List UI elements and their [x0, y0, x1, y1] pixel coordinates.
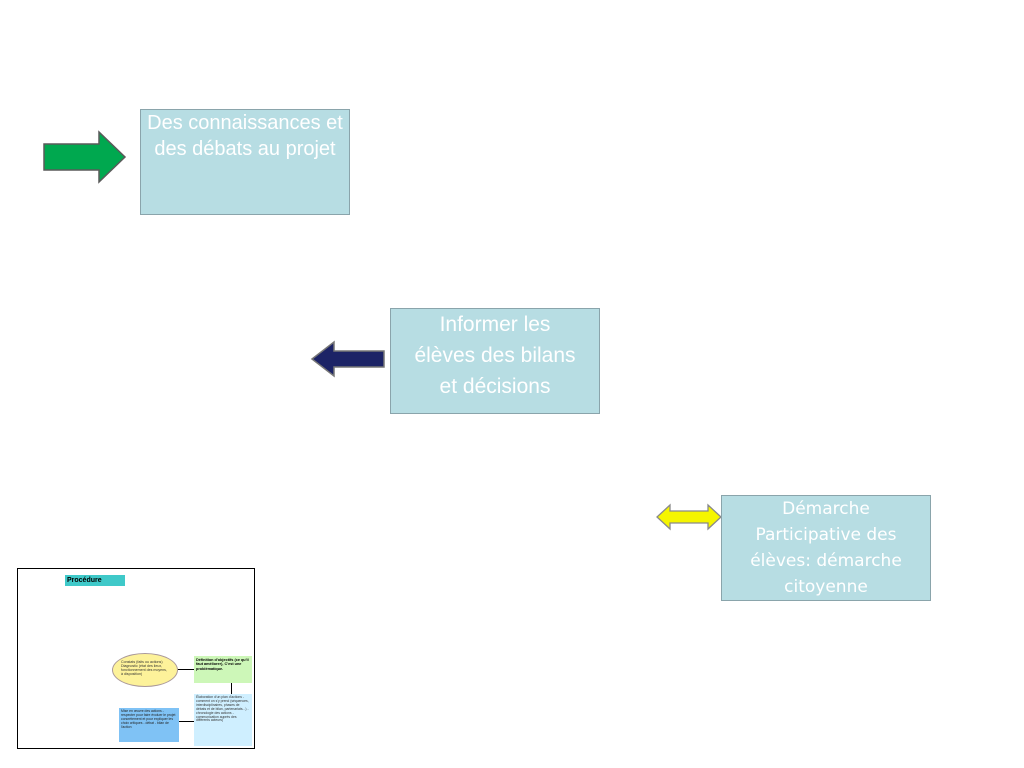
- implementation-box: Mise en œuvre des actions - respecter po…: [119, 708, 179, 742]
- double-arrow-icon: [656, 503, 722, 531]
- connector-line: [178, 669, 194, 670]
- action-plan-box: Élaboration d'un plan d'actions - commen…: [194, 694, 252, 746]
- connector-line: [179, 721, 194, 722]
- procedure-title: Procédure: [65, 575, 125, 586]
- connector-line: [231, 683, 232, 694]
- inform-students-text: Informer les élèves des bilans et décisi…: [414, 313, 576, 398]
- procedure-thumbnail: Procédure Constats (faits ou actions) Di…: [17, 568, 255, 749]
- knowledge-debates-text: Des connaissances et des débats au proje…: [147, 112, 343, 160]
- objectives-box: Définition d'objectifs (ce qu'il faut am…: [194, 656, 252, 683]
- observations-oval: Constats (faits ou actions) Diagnostic (…: [112, 653, 178, 687]
- participative-approach-box: Démarche Participative des élèves: démar…: [721, 495, 931, 601]
- left-arrow-icon: [310, 340, 385, 378]
- knowledge-debates-box: Des connaissances et des débats au proje…: [140, 109, 350, 215]
- participative-approach-text: Démarche Participative des élèves: démar…: [750, 499, 902, 597]
- inform-students-box: Informer les élèves des bilans et décisi…: [390, 308, 600, 414]
- right-arrow-icon: [43, 130, 127, 184]
